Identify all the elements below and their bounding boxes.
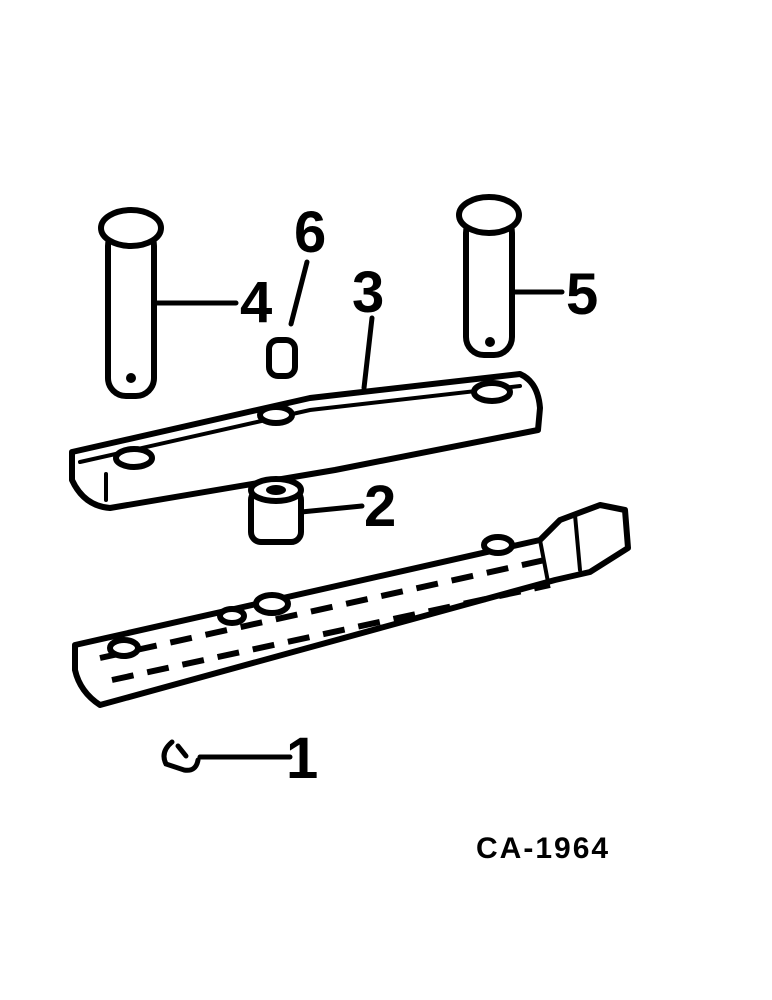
drawbar	[72, 502, 631, 708]
dowel-part-6	[266, 337, 298, 379]
callout-4: 4	[240, 270, 272, 335]
clip-part-1	[161, 739, 201, 773]
callout-5: 5	[566, 262, 598, 327]
callout-1: 1	[286, 726, 318, 791]
callout-2: 2	[364, 474, 396, 539]
leader-3	[361, 315, 375, 391]
leader-lines	[151, 259, 565, 760]
leader-2	[298, 503, 365, 515]
leader-6	[288, 259, 310, 327]
drawing-code: CA-1964	[476, 832, 610, 865]
link-plate-part-3	[69, 371, 543, 511]
pin-part-4	[98, 207, 164, 399]
callout-6: 6	[294, 200, 326, 265]
callout-3: 3	[352, 260, 384, 325]
pin-part-5	[456, 194, 522, 358]
bushing-part-2	[248, 476, 304, 545]
